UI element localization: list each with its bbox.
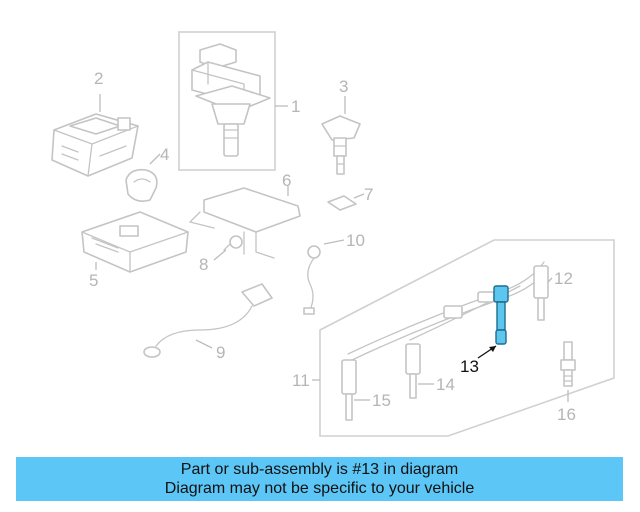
- part-10-knock-sensor[interactable]: [303, 245, 321, 315]
- parts-diagram: 1 2 3 4 5 6 7: [51, 31, 615, 437]
- part-5-control-unit[interactable]: [81, 211, 189, 273]
- banner-line-2: Diagram may not be specific to your vehi…: [164, 480, 475, 497]
- part-13-ignition-wire[interactable]: [493, 285, 509, 345]
- part-3-single-coil[interactable]: [321, 115, 361, 175]
- callout-2: 2: [94, 69, 103, 88]
- callout-3: 3: [339, 77, 348, 96]
- callout-16: 16: [557, 405, 576, 424]
- callout-13: 13: [460, 357, 479, 376]
- part-11-wire-set[interactable]: [319, 239, 615, 437]
- leader-8: [213, 249, 227, 261]
- info-banner: Part or sub-assembly is #13 in diagram D…: [16, 457, 623, 501]
- callout-14: 14: [436, 375, 455, 394]
- callout-6: 6: [282, 171, 291, 190]
- callout-4: 4: [160, 145, 169, 164]
- callout-10: 10: [346, 231, 365, 250]
- callout-7: 7: [364, 185, 373, 204]
- leader-12: [547, 277, 553, 283]
- callout-9: 9: [216, 343, 225, 362]
- callout-1: 1: [291, 97, 300, 116]
- banner-line-1: Part or sub-assembly is #13 in diagram: [180, 461, 459, 478]
- part-8-fastener[interactable]: [223, 235, 243, 251]
- part-7-plate[interactable]: [327, 195, 357, 211]
- part-16-spark-plug[interactable]: [560, 341, 576, 387]
- part-6-bracket[interactable]: [189, 187, 301, 259]
- part-1-ignition-coil[interactable]: [178, 31, 276, 171]
- callout-15: 15: [372, 391, 391, 410]
- callout-11: 11: [292, 371, 310, 390]
- leader-10: [323, 239, 345, 245]
- leader-7: [353, 193, 365, 199]
- arrowhead-13: [489, 346, 496, 352]
- part-4-clip[interactable]: [125, 168, 158, 202]
- leader-4: [149, 153, 161, 165]
- leader-9: [195, 339, 213, 349]
- callout-8: 8: [199, 255, 208, 274]
- part-9-sensor-harness[interactable]: [143, 283, 273, 358]
- callout-5: 5: [89, 271, 98, 290]
- callout-12: 12: [554, 269, 573, 288]
- part-2-coil-pack[interactable]: [51, 113, 139, 177]
